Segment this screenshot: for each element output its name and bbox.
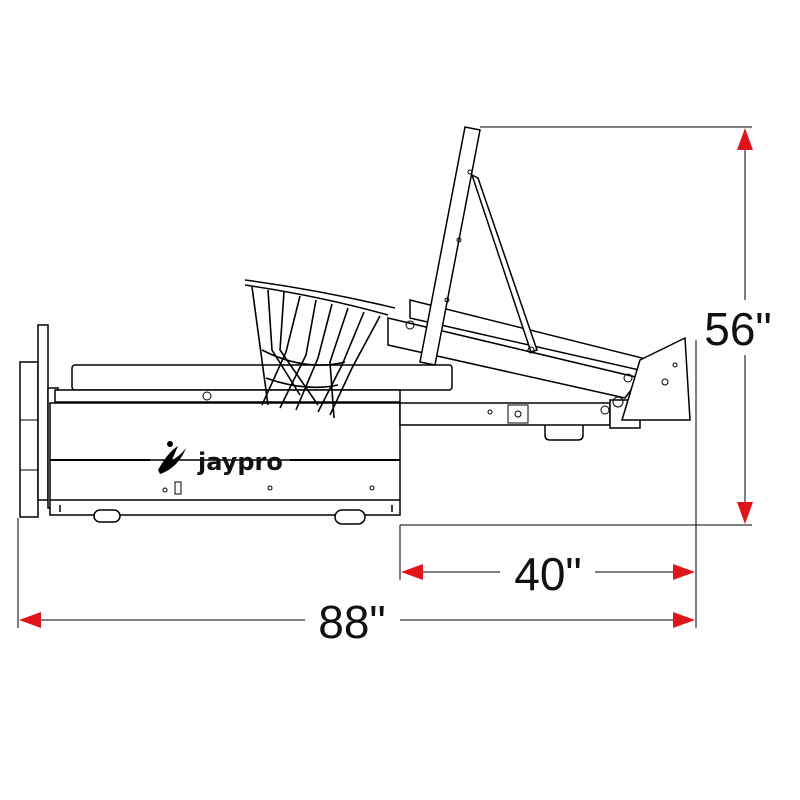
upright-pole (419, 126, 538, 366)
length-dimension: 88" (19, 596, 695, 648)
depth-dimension: 40" (401, 548, 695, 600)
wheels (93, 509, 366, 525)
brand-name: jaypro (197, 448, 283, 476)
jaypro-logo: jaypro (50, 441, 400, 476)
hoop-unit-drawing (19, 126, 691, 525)
extension-arm (399, 399, 641, 441)
height-dimension: 56" (704, 128, 772, 524)
jaypro-mark-icon (158, 441, 186, 474)
rim-and-net (244, 279, 396, 419)
dimension-annotations: 56" 40" 88" (17, 126, 772, 648)
folded-backboard (54, 364, 453, 403)
length-label: 88" (318, 596, 386, 648)
depth-label: 40" (514, 548, 582, 600)
height-label: 56" (704, 303, 772, 355)
